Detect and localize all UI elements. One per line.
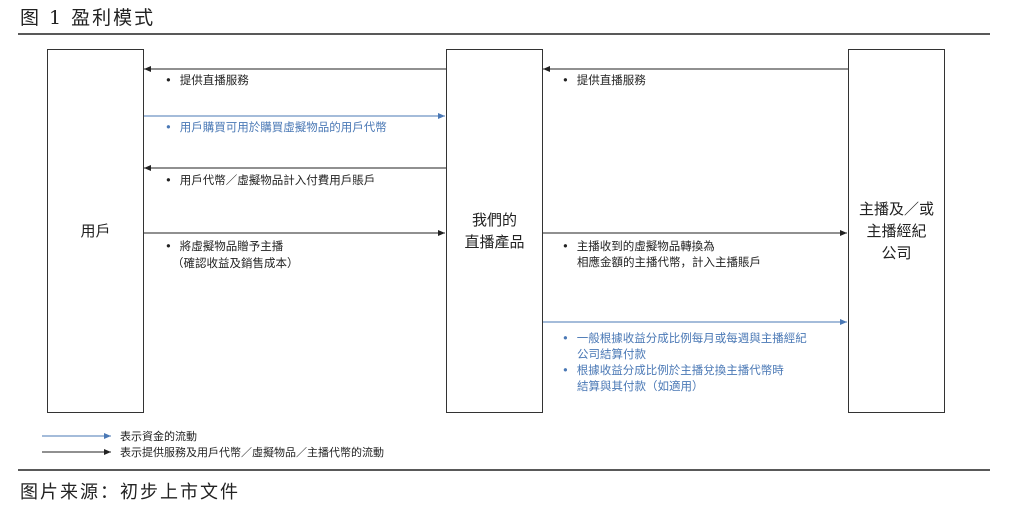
node-product: 我們的直播產品 — [446, 49, 543, 413]
figure-source: 图片来源：初步上市文件 — [20, 482, 240, 503]
flow-label-sub: 相應金額的主播代幣，計入主播賬戶 — [577, 255, 761, 269]
figure-title: 图 1 盈利模式 — [20, 7, 156, 29]
flow-label: 提供直播服務 — [562, 72, 646, 88]
node-user: 用戶 — [47, 49, 144, 413]
flow-label: 一般根據收益分成比例每月或每週與主播經紀 — [562, 330, 807, 346]
legend-fund: 表示資金的流動 — [120, 430, 197, 443]
flow-label-sub: （確認收益及銷售成本） — [172, 256, 299, 270]
node-anchor-label-2: 主播經紀 — [866, 222, 927, 240]
node-anchor-label-1: 主播及／或 — [858, 200, 934, 218]
node-product-label-1: 我們的 — [471, 211, 517, 229]
node-product-label-2: 直播產品 — [464, 233, 525, 251]
flow-label: 主播收到的虛擬物品轉換為 — [562, 238, 715, 254]
flow-label-sub: 結算與其付款（如適用） — [577, 379, 704, 393]
flow-label: 用戶代幣／虛擬物品計入付費用戶賬戶 — [165, 172, 376, 188]
flow-label: 用戶購買可用於購買虛擬物品的用戶代幣 — [165, 119, 387, 135]
flow-label-sub: 公司結算付款 — [577, 347, 646, 361]
flow-label: 將虛擬物品贈予主播 — [165, 238, 284, 254]
node-anchor-label-3: 公司 — [881, 244, 912, 262]
flow-label: 根據收益分成比例於主播兌換主播代幣時 — [562, 362, 784, 378]
flow-label: 提供直播服務 — [165, 72, 249, 88]
node-anchor: 主播及／或主播經紀公司 — [848, 49, 945, 413]
legend-service: 表示提供服務及用戶代幣／虛擬物品／主播代幣的流動 — [120, 446, 384, 459]
node-user-label: 用戶 — [80, 222, 111, 240]
